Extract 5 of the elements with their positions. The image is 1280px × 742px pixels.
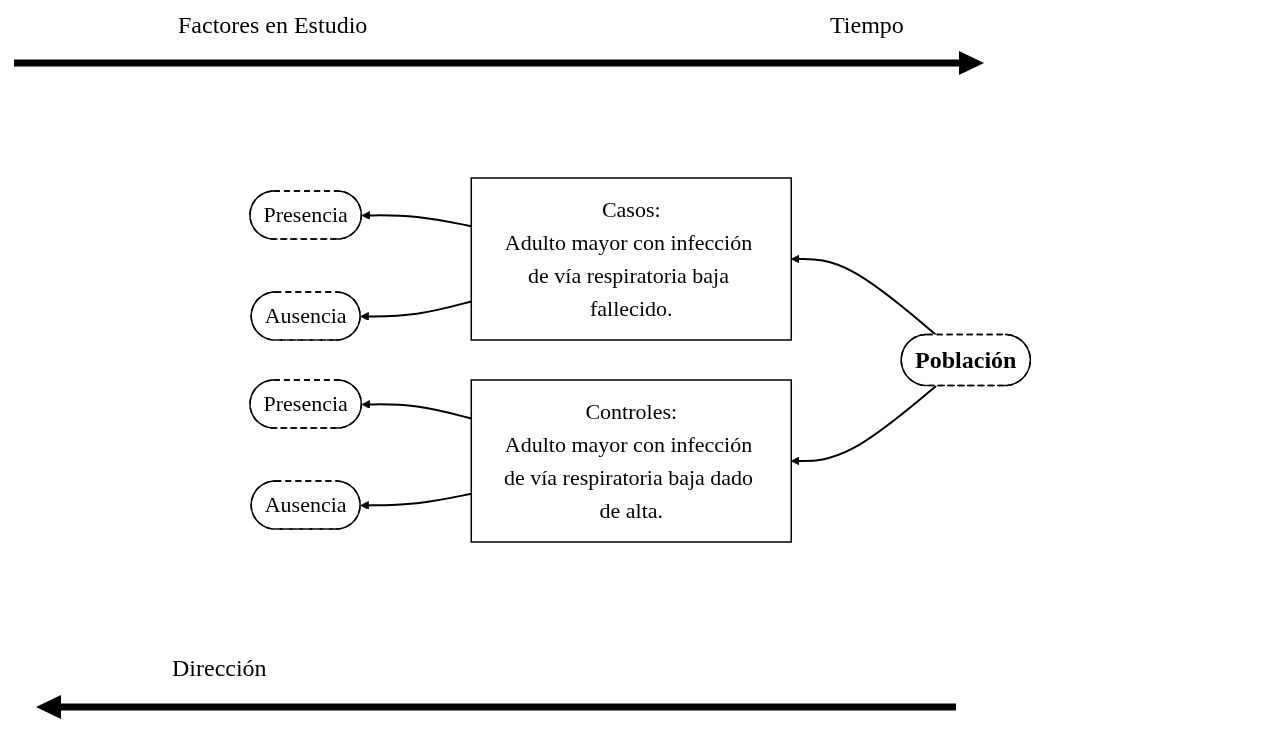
node-box: Controles: Adulto mayor con infección de vía respiratoria baja dado de alta. <box>470 379 792 543</box>
node-box: Casos: Adulto mayor con infección de vía respiratoria baja fallecido. <box>470 177 792 341</box>
axis-label: Tiempo <box>830 12 904 39</box>
axis-label: Factores en Estudio <box>178 12 368 39</box>
axis-label: Dirección <box>172 655 267 682</box>
